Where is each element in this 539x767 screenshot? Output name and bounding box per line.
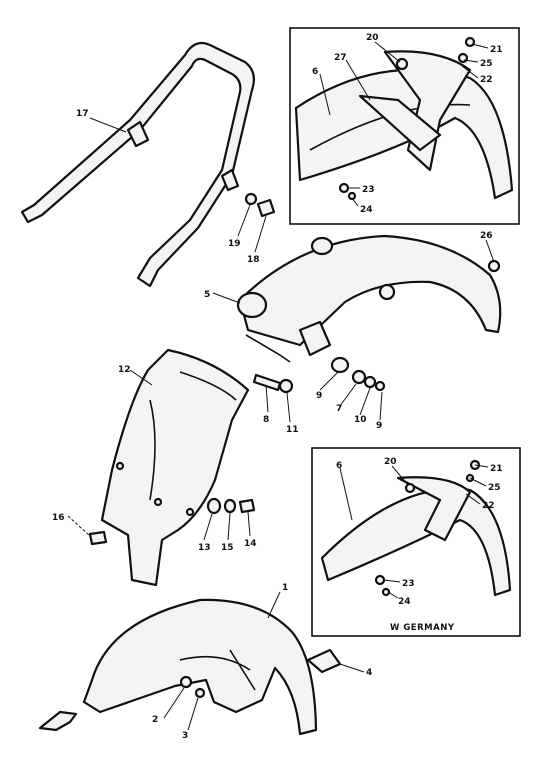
washer-10 bbox=[363, 375, 377, 389]
callout-27: 27 bbox=[334, 53, 347, 63]
callout-10: 10 bbox=[354, 415, 367, 425]
rear-flap-12 bbox=[100, 348, 250, 587]
callout-11: 11 bbox=[286, 425, 299, 435]
callout-18: 18 bbox=[247, 255, 260, 265]
leader-16 bbox=[67, 515, 91, 537]
callout-16: 16 bbox=[52, 513, 65, 523]
inset-top-stay-20 bbox=[383, 50, 472, 172]
callout-7: 7 bbox=[336, 404, 342, 414]
callout-9a: 9 bbox=[316, 391, 322, 401]
callout-25a: 25 bbox=[480, 59, 493, 69]
callout-22a: 22 bbox=[480, 75, 493, 85]
callout-13: 13 bbox=[198, 543, 211, 553]
grab-bar-17 bbox=[20, 41, 255, 288]
callout-2: 2 bbox=[152, 715, 158, 725]
reflector-5 bbox=[236, 291, 268, 319]
callout-12: 12 bbox=[118, 365, 131, 375]
washer-11 bbox=[278, 378, 294, 394]
inset-box-bottom bbox=[311, 447, 521, 637]
nut-9 bbox=[374, 380, 386, 392]
callout-6b: 6 bbox=[336, 461, 342, 471]
callout-21b: 21 bbox=[490, 464, 503, 474]
grommet-4 bbox=[306, 648, 342, 674]
callout-9b: 9 bbox=[376, 421, 382, 431]
callout-21a: 21 bbox=[490, 45, 503, 55]
callout-23a: 23 bbox=[362, 185, 375, 195]
callout-22b: 22 bbox=[482, 501, 495, 511]
collar-7 bbox=[351, 369, 367, 385]
inset-caption: W GERMANY bbox=[390, 623, 455, 633]
callout-8: 8 bbox=[263, 415, 269, 425]
bolt-8 bbox=[252, 373, 282, 392]
rear-fender-8 bbox=[236, 234, 502, 363]
callout-6a: 6 bbox=[312, 67, 318, 77]
bolt-14 bbox=[238, 498, 256, 514]
callout-23b: 23 bbox=[402, 579, 415, 589]
callout-4: 4 bbox=[366, 668, 372, 678]
inset-bottom-stay-20 bbox=[396, 476, 472, 542]
callout-26: 26 bbox=[480, 231, 493, 241]
screw-16 bbox=[88, 530, 108, 546]
callout-1: 1 bbox=[282, 583, 288, 593]
inset-box-top bbox=[289, 27, 520, 225]
callout-20b: 20 bbox=[384, 457, 397, 467]
inset-top-bracket-27 bbox=[358, 94, 442, 152]
front-fender-1 bbox=[82, 598, 342, 736]
inset-top-fender bbox=[294, 36, 514, 201]
callout-15: 15 bbox=[221, 543, 234, 553]
callout-14: 14 bbox=[244, 539, 257, 549]
washer-9a bbox=[330, 356, 350, 374]
callout-3: 3 bbox=[182, 731, 188, 741]
callout-24a: 24 bbox=[360, 205, 373, 215]
callout-19: 19 bbox=[228, 239, 241, 249]
nut-15 bbox=[223, 498, 237, 514]
callout-20a: 20 bbox=[366, 33, 379, 43]
washer-13 bbox=[206, 497, 222, 515]
callout-24b: 24 bbox=[398, 597, 411, 607]
callout-25b: 25 bbox=[488, 483, 501, 493]
bolt-18 bbox=[256, 198, 276, 218]
inset-bottom-fender bbox=[320, 459, 512, 597]
front-arrow-icon bbox=[38, 710, 78, 732]
nut-19 bbox=[244, 192, 258, 206]
callout-17: 17 bbox=[76, 109, 89, 119]
callout-5: 5 bbox=[204, 290, 210, 300]
